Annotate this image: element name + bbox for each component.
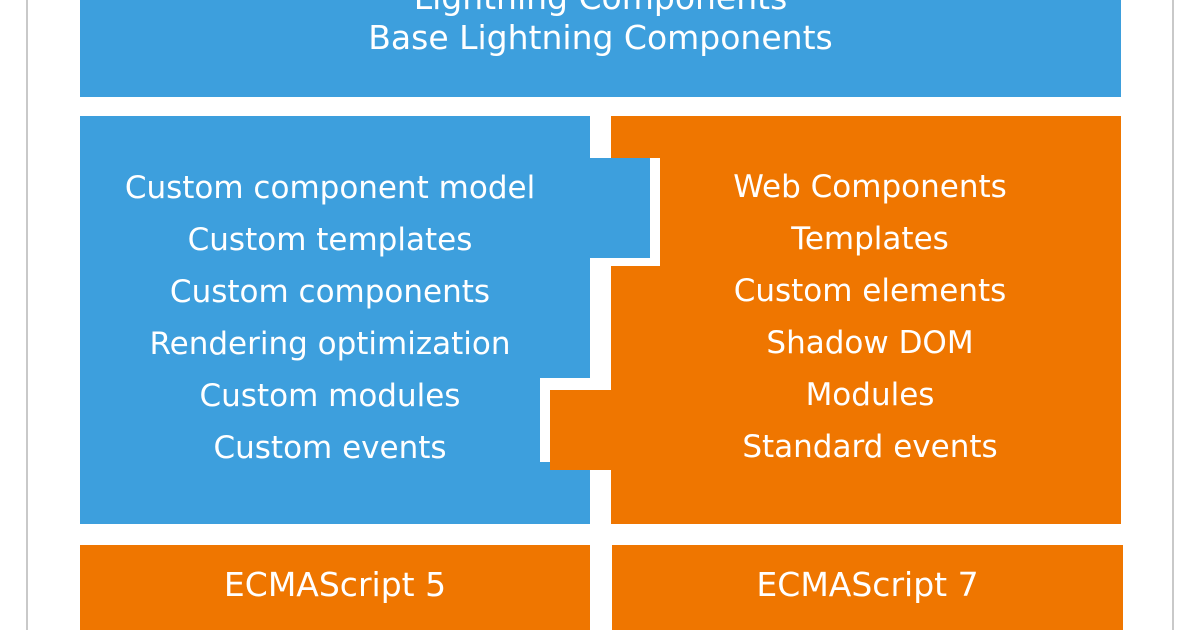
list-item: Custom events (213, 430, 447, 466)
list-item: Rendering optimization (149, 326, 511, 362)
ecmascript-7-label: ECMAScript 7 (756, 564, 979, 604)
framework-vs-standards-puzzle: Custom component model Custom templates … (80, 116, 1121, 524)
frame-left-border (26, 0, 28, 630)
list-item: Custom modules (199, 378, 461, 414)
list-item: Templates (791, 221, 949, 257)
puzzle-shapes (80, 116, 1121, 524)
list-item: Custom elements (733, 273, 1007, 309)
list-item: Standard events (742, 429, 998, 465)
custom-features-list: Custom component model Custom templates … (80, 162, 580, 474)
base-lightning-components-title: Base Lightning Components (368, 18, 833, 57)
right-standard-panel-shape (550, 116, 1121, 524)
frame-right-border (1172, 0, 1174, 630)
base-lightning-components-band: Lightning Components Base Lightning Comp… (80, 0, 1121, 97)
list-item: Custom components (169, 274, 491, 310)
ecmascript-5-label: ECMAScript 5 (223, 564, 447, 604)
ecmascript-5-block: ECMAScript 5 (80, 545, 590, 630)
list-item: Modules (805, 377, 935, 413)
web-standards-list: Web Components Templates Custom elements… (620, 161, 1120, 473)
ecmascript-7-block: ECMAScript 7 (612, 545, 1123, 630)
list-item: Custom templates (187, 222, 473, 258)
clipped-top-label: Lightning Components (80, 0, 1121, 18)
left-custom-panel-shape (80, 116, 650, 524)
list-item: Custom component model (124, 170, 536, 206)
list-item: Web Components (733, 169, 1007, 205)
list-item: Shadow DOM (766, 325, 974, 361)
